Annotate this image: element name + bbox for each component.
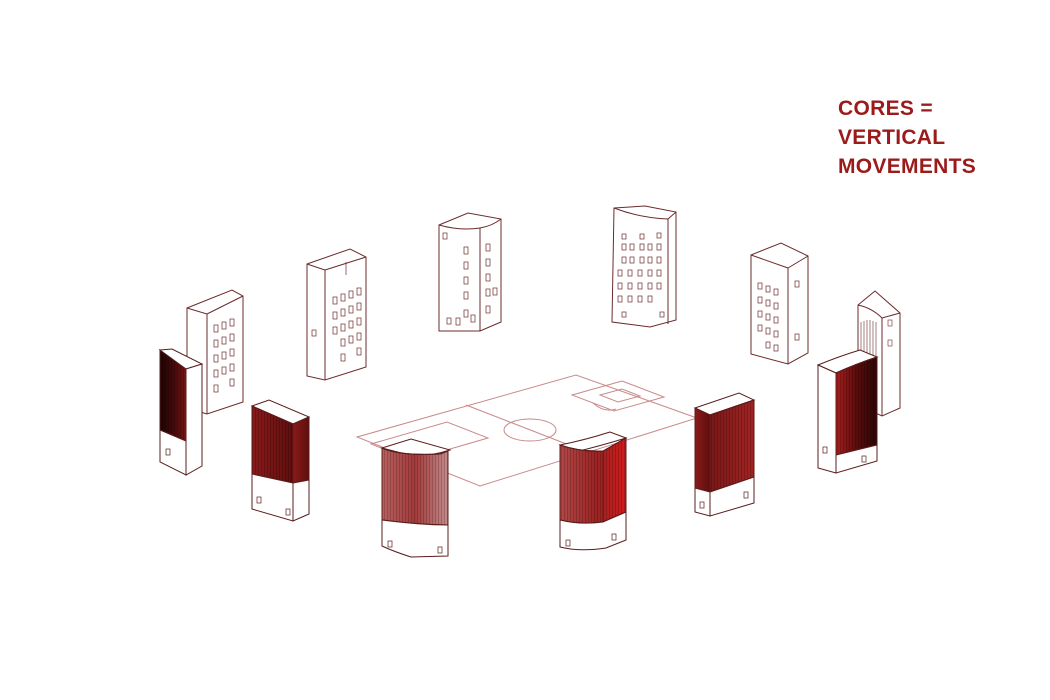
caption-line-1: CORES = (838, 97, 933, 120)
tower-upper-4 (611, 205, 677, 328)
pitch-penalty-area-right (570, 380, 666, 412)
core-tower-4 (558, 431, 628, 551)
tower-upper-3 (438, 212, 502, 332)
core-tower-5 (693, 392, 756, 517)
pitch-goal-area-right (598, 388, 642, 403)
core-tower-6 (816, 349, 879, 474)
caption-line-2: VERTICAL (838, 126, 946, 149)
pitch-penalty-arc-right (592, 402, 617, 411)
core-tower-3 (380, 438, 452, 558)
core-tower-2 (250, 399, 311, 522)
caption-line-3: MOVEMENTS (838, 155, 977, 178)
pitch-centre-circle (503, 418, 557, 442)
tower-upper-2 (306, 248, 367, 381)
tower-upper-5 (750, 242, 809, 365)
caption-cores-vertical-movements: CORES = VERTICAL MOVEMENTS (838, 94, 976, 181)
core-tower-1 (158, 348, 204, 476)
